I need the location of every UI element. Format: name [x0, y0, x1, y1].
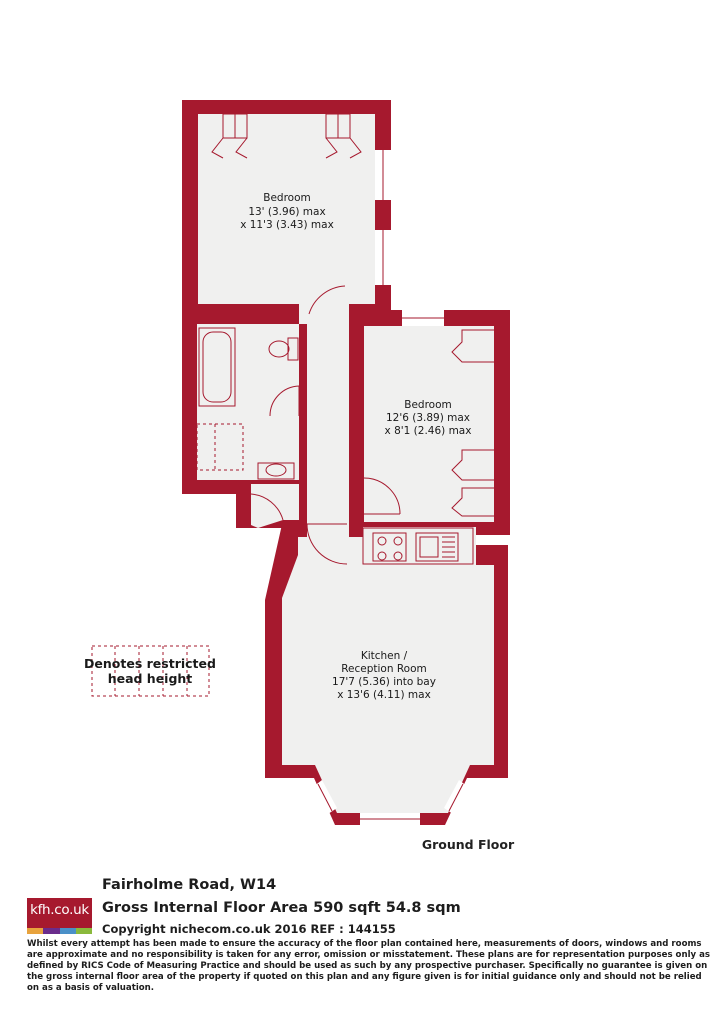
logo-bar: [43, 928, 60, 934]
logo-bar: [27, 928, 44, 934]
room-dimension: x 8'1 (2.46) max: [385, 425, 472, 437]
logo-color-bars: [27, 928, 92, 934]
room-bedroom-1-label: Bedroom 13' (3.96) max x 11'3 (3.43) max: [240, 192, 334, 231]
floor-plan: Bedroom 13' (3.96) max x 11'3 (3.43) max…: [84, 100, 515, 852]
copyright: Copyright nichecom.co.uk 2016 REF : 1441…: [102, 922, 396, 936]
restricted-height-legend: Denotes restricted head height: [84, 645, 216, 697]
room-kitchen-reception-label: Kitchen / Reception Room 17'7 (5.36) int…: [332, 650, 436, 701]
logo-bar: [75, 928, 92, 934]
floor-label: Ground Floor: [422, 837, 515, 852]
windows: [313, 150, 468, 825]
property-address: Fairholme Road, W14: [102, 877, 277, 893]
room-name: Bedroom: [263, 192, 311, 204]
floor-area: Gross Internal Floor Area 590 sqft 54.8 …: [102, 900, 461, 916]
room-name: Bedroom: [404, 399, 452, 411]
room-dimension: 13' (3.96) max: [248, 206, 325, 218]
disclaimer: Whilst every attempt has been made to en…: [27, 939, 711, 993]
legend-line-2: head height: [108, 671, 193, 686]
kfh-logo: kfh.co.uk: [27, 898, 92, 934]
room-dimension: 17'7 (5.36) into bay: [332, 676, 436, 688]
fittings: [196, 113, 494, 565]
room-dimension: x 11'3 (3.43) max: [240, 219, 334, 231]
room-dimension: 12'6 (3.89) max: [386, 412, 470, 424]
room-name: Reception Room: [341, 663, 427, 675]
logo-text: kfh.co.uk: [30, 902, 89, 918]
room-name: Kitchen /: [361, 650, 408, 662]
room-dimension: x 13'6 (4.11) max: [337, 689, 431, 701]
legend-line-1: Denotes restricted: [84, 656, 216, 671]
logo-bar: [59, 928, 76, 934]
room-bedroom-2-label: Bedroom 12'6 (3.89) max x 8'1 (2.46) max: [385, 399, 472, 437]
